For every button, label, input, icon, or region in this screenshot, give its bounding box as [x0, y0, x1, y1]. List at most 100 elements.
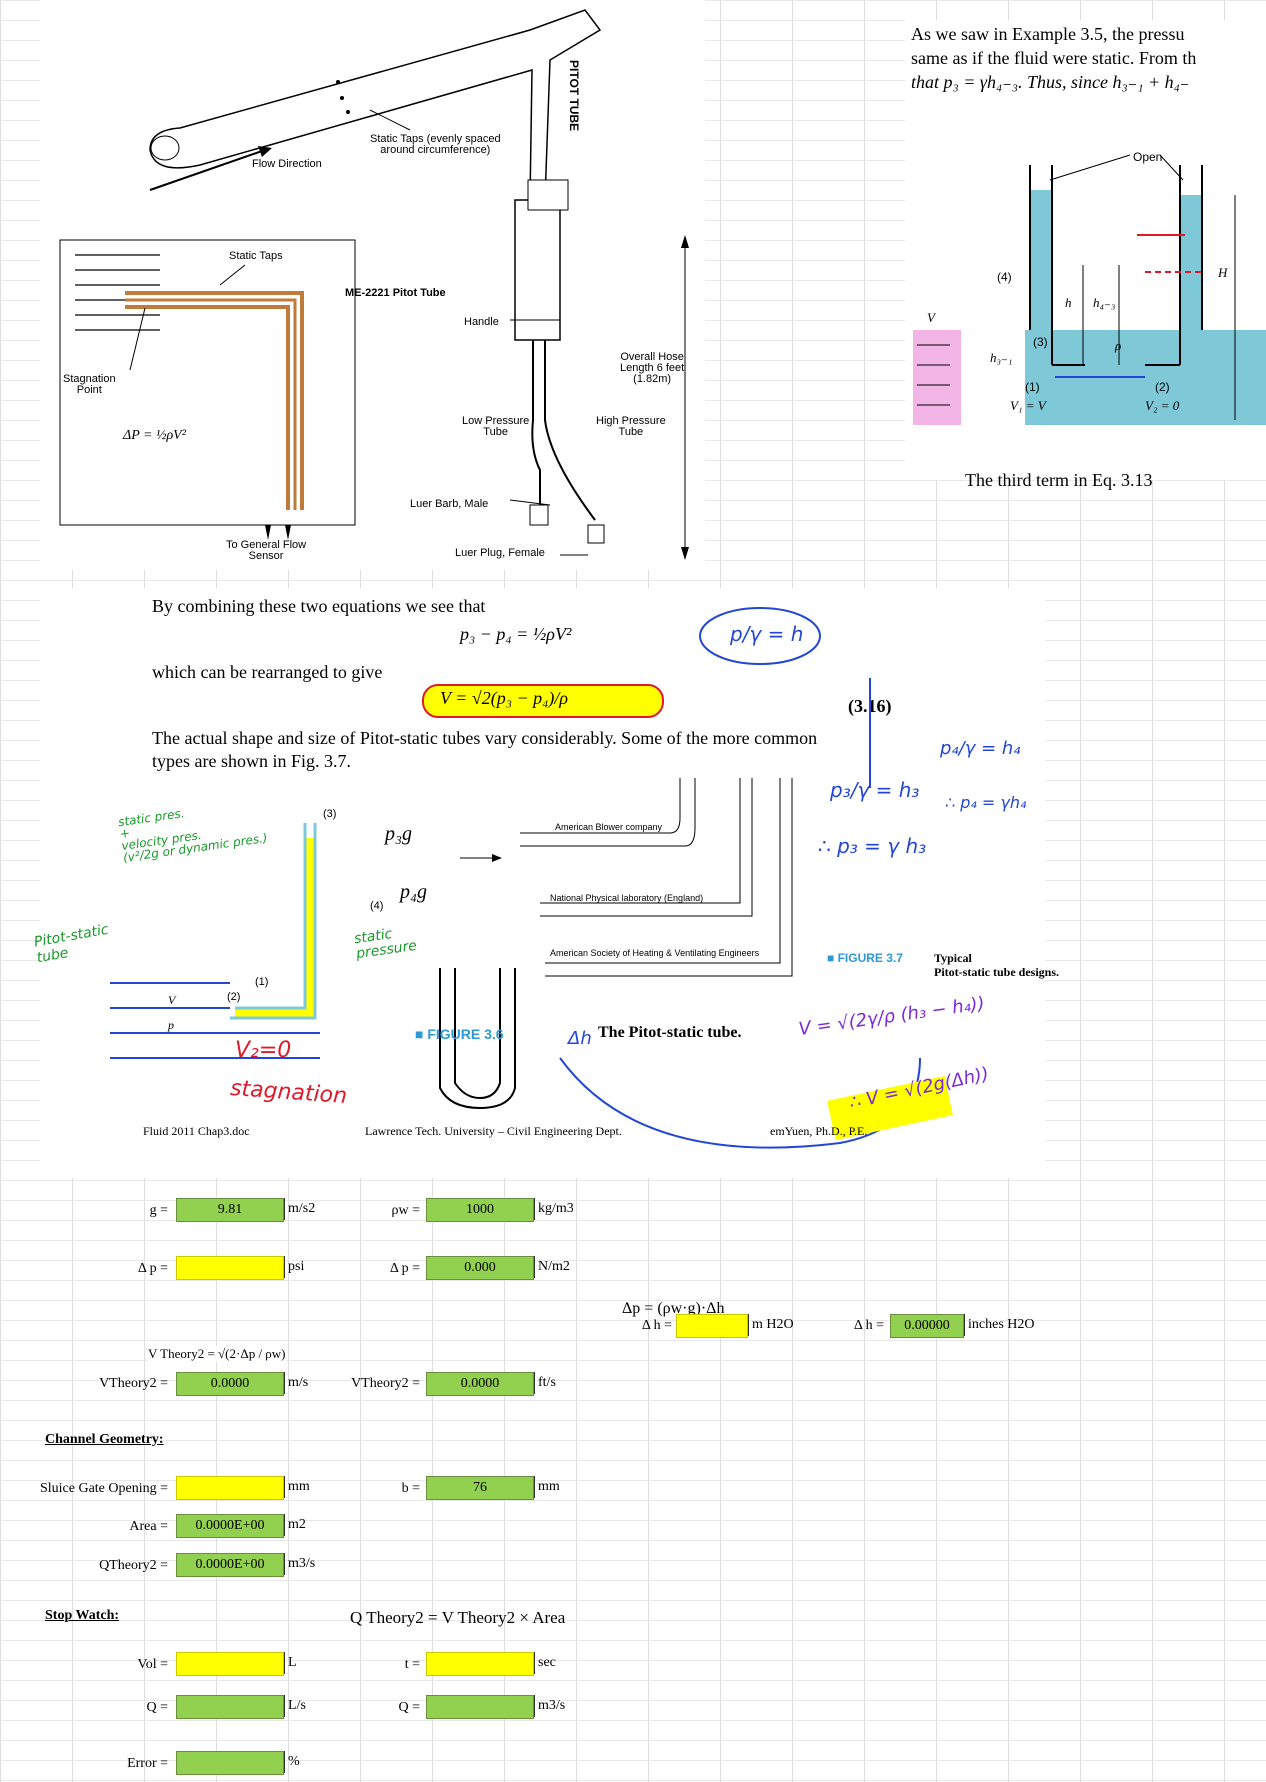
sketch-label-v: V [168, 993, 176, 1007]
dp-formula: Δp = (ρw·g)·Δh [622, 1300, 725, 1317]
design-ashve: American Society of Heating & Ventilatin… [550, 948, 760, 958]
error-label: Error = [127, 1756, 168, 1771]
dp2-cell[interactable]: 0.000 [426, 1256, 534, 1280]
area-unit: m2 [284, 1514, 306, 1536]
qs-cell[interactable] [176, 1695, 284, 1719]
to-general-flow-label: To General Flow Sensor [226, 539, 307, 562]
area-cell[interactable]: 0.0000E+00 [176, 1514, 284, 1538]
t-unit: sec [534, 1652, 556, 1674]
figure-36-tag: ■ FIGURE 3.6 [415, 1026, 504, 1042]
qs2-label: Q = [398, 1700, 420, 1715]
sluice-label: Sluice Gate Opening = [39, 1481, 168, 1496]
sketch-label-2: (2) [227, 991, 241, 1003]
point-3-label: (3) [1033, 335, 1048, 349]
dp2-unit: N/m2 [534, 1256, 570, 1278]
textbook-line1: As we saw in Example 3.5, the pressu [911, 24, 1185, 44]
t-label: t = [404, 1657, 420, 1672]
hand-p4g: p₄g [400, 881, 427, 903]
stop-watch-heading: Stop Watch: [45, 1608, 120, 1623]
h-label: h [1065, 295, 1072, 310]
h31-label: h₃₋₁ [990, 350, 1013, 365]
dh-input[interactable] [676, 1314, 748, 1338]
luer-barb-label: Luer Barb, Male [410, 498, 489, 510]
point-1-label: (1) [1025, 380, 1040, 394]
pitot-tube-diagram: Flow Direction Static Taps (evenly space… [40, 0, 705, 570]
dh2-unit: inches H2O [964, 1314, 1035, 1336]
qtheory-cell[interactable]: 0.0000E+00 [176, 1553, 284, 1577]
vtheory2-unit: ft/s [534, 1372, 556, 1394]
footer-right: emYuen, Ph.D., P.E. [770, 1124, 868, 1138]
low-pressure-label: Low Pressure Tube [462, 415, 530, 438]
vtheory-unit: m/s [284, 1372, 308, 1394]
rho-label: ρ [1115, 338, 1122, 353]
vtheory-label: VTheory2 = [99, 1376, 168, 1391]
dp-label: Δ p = [137, 1261, 168, 1276]
sketch-label-3: (3) [323, 808, 337, 820]
hand-p3-gamma: p₃/γ = h₃ [830, 778, 920, 802]
hand-p3g: p₃g [385, 823, 412, 845]
hand-p4-gamma: p₄/γ = h₄ [940, 738, 1021, 759]
t-input[interactable] [426, 1652, 534, 1676]
hand-p3-eq: ∴ p₃ = γ h₃ [818, 834, 927, 858]
qs2-cell[interactable] [426, 1695, 534, 1719]
notes-eq2-highlight [422, 684, 664, 718]
sluice-unit: mm [284, 1476, 310, 1498]
flow-direction-label: Flow Direction [252, 158, 322, 170]
pitot-tube-stamp: PITOT TUBE [567, 60, 581, 132]
dh2-label: Δ h = [853, 1318, 884, 1333]
hand-v2-zero: V₂=0 [235, 1038, 292, 1063]
vtheory-cell[interactable]: 0.0000 [176, 1372, 284, 1396]
rhow-cell[interactable]: 1000 [426, 1198, 534, 1222]
notes-para-line2: types are shown in Fig. 3.7. [152, 751, 351, 771]
qs-unit: L/s [284, 1695, 306, 1717]
design-american-blower: American Blower company [555, 822, 663, 832]
footer-mid: Lawrence Tech. University – Civil Engine… [365, 1124, 622, 1138]
overall-hose-label: Overall Hose Length 6 feet (1.82m) [620, 351, 685, 385]
vol-label: Vol = [137, 1657, 168, 1672]
error-cell[interactable] [176, 1751, 284, 1775]
notes-para-line1: The actual shape and size of Pitot-stati… [152, 728, 818, 748]
notes-rearranged: which can be rearranged to give [152, 662, 383, 682]
area-label: Area = [129, 1519, 168, 1534]
diagram-title: ME-2221 Pitot Tube [345, 287, 446, 299]
channel-geometry-heading: Channel Geometry: [45, 1432, 164, 1447]
V1-label: V₁ = V [1010, 398, 1046, 413]
dp-unit: psi [284, 1256, 304, 1278]
V-label: V [927, 310, 935, 325]
qs2-unit: m3/s [534, 1695, 565, 1717]
h43-label: h₄₋₃ [1093, 295, 1116, 310]
sluice-input[interactable] [176, 1476, 284, 1500]
dp2-label: Δ p = [389, 1261, 420, 1276]
manometer-figure [913, 154, 1266, 425]
g-label: g = [149, 1203, 168, 1218]
pitot-stamp-line2: TUBE [567, 98, 581, 132]
pitot-tube-drawing [59, 9, 689, 560]
open-label: Open [1133, 150, 1163, 164]
textbook-cut-line: The third term in Eq. 3.13 [965, 470, 1153, 490]
qs-label: Q = [146, 1700, 168, 1715]
notes-combining: By combining these two equations we see … [152, 596, 486, 616]
vtheory2-label: VTheory2 = [351, 1376, 420, 1391]
design-national-physical: National Physical laboratory (England) [550, 893, 704, 903]
vtheory2-cell[interactable]: 0.0000 [426, 1372, 534, 1396]
dh-label: Δ h = [641, 1318, 672, 1333]
notes-eq2: V = √2(p₃ − p₄)/ρ [440, 688, 568, 708]
high-pressure-label: High Pressure Tube [596, 415, 666, 438]
dh2-cell[interactable]: 0.00000 [890, 1314, 964, 1338]
sketch-label-p: p [168, 1018, 174, 1032]
textbook-line3: that p₃ = γh₄₋₃. Thus, since h₃₋₁ + h₄₋ [911, 72, 1190, 92]
vol-input[interactable] [176, 1652, 284, 1676]
luer-plug-label: Luer Plug, Female [455, 547, 545, 559]
b-cell[interactable]: 76 [426, 1476, 534, 1500]
b-unit: mm [534, 1476, 560, 1498]
notes-eq1: p₃ − p₄ = ½ρV² [460, 624, 572, 644]
pitot-stamp-line1: PITOT [567, 60, 581, 96]
hand-p4-eq: ∴ p₄ = γh₄ [945, 793, 1027, 812]
g-cell[interactable]: 9.81 [176, 1198, 284, 1222]
stagnation-point-label: Stagnation Point [63, 373, 116, 396]
rhow-unit: kg/m3 [534, 1198, 574, 1220]
dp-input[interactable] [176, 1256, 284, 1280]
figure-37-title: Typical Pitot-static tube designs. [934, 951, 1059, 979]
qtheory-unit: m3/s [284, 1553, 315, 1575]
vol-unit: L [284, 1652, 297, 1674]
